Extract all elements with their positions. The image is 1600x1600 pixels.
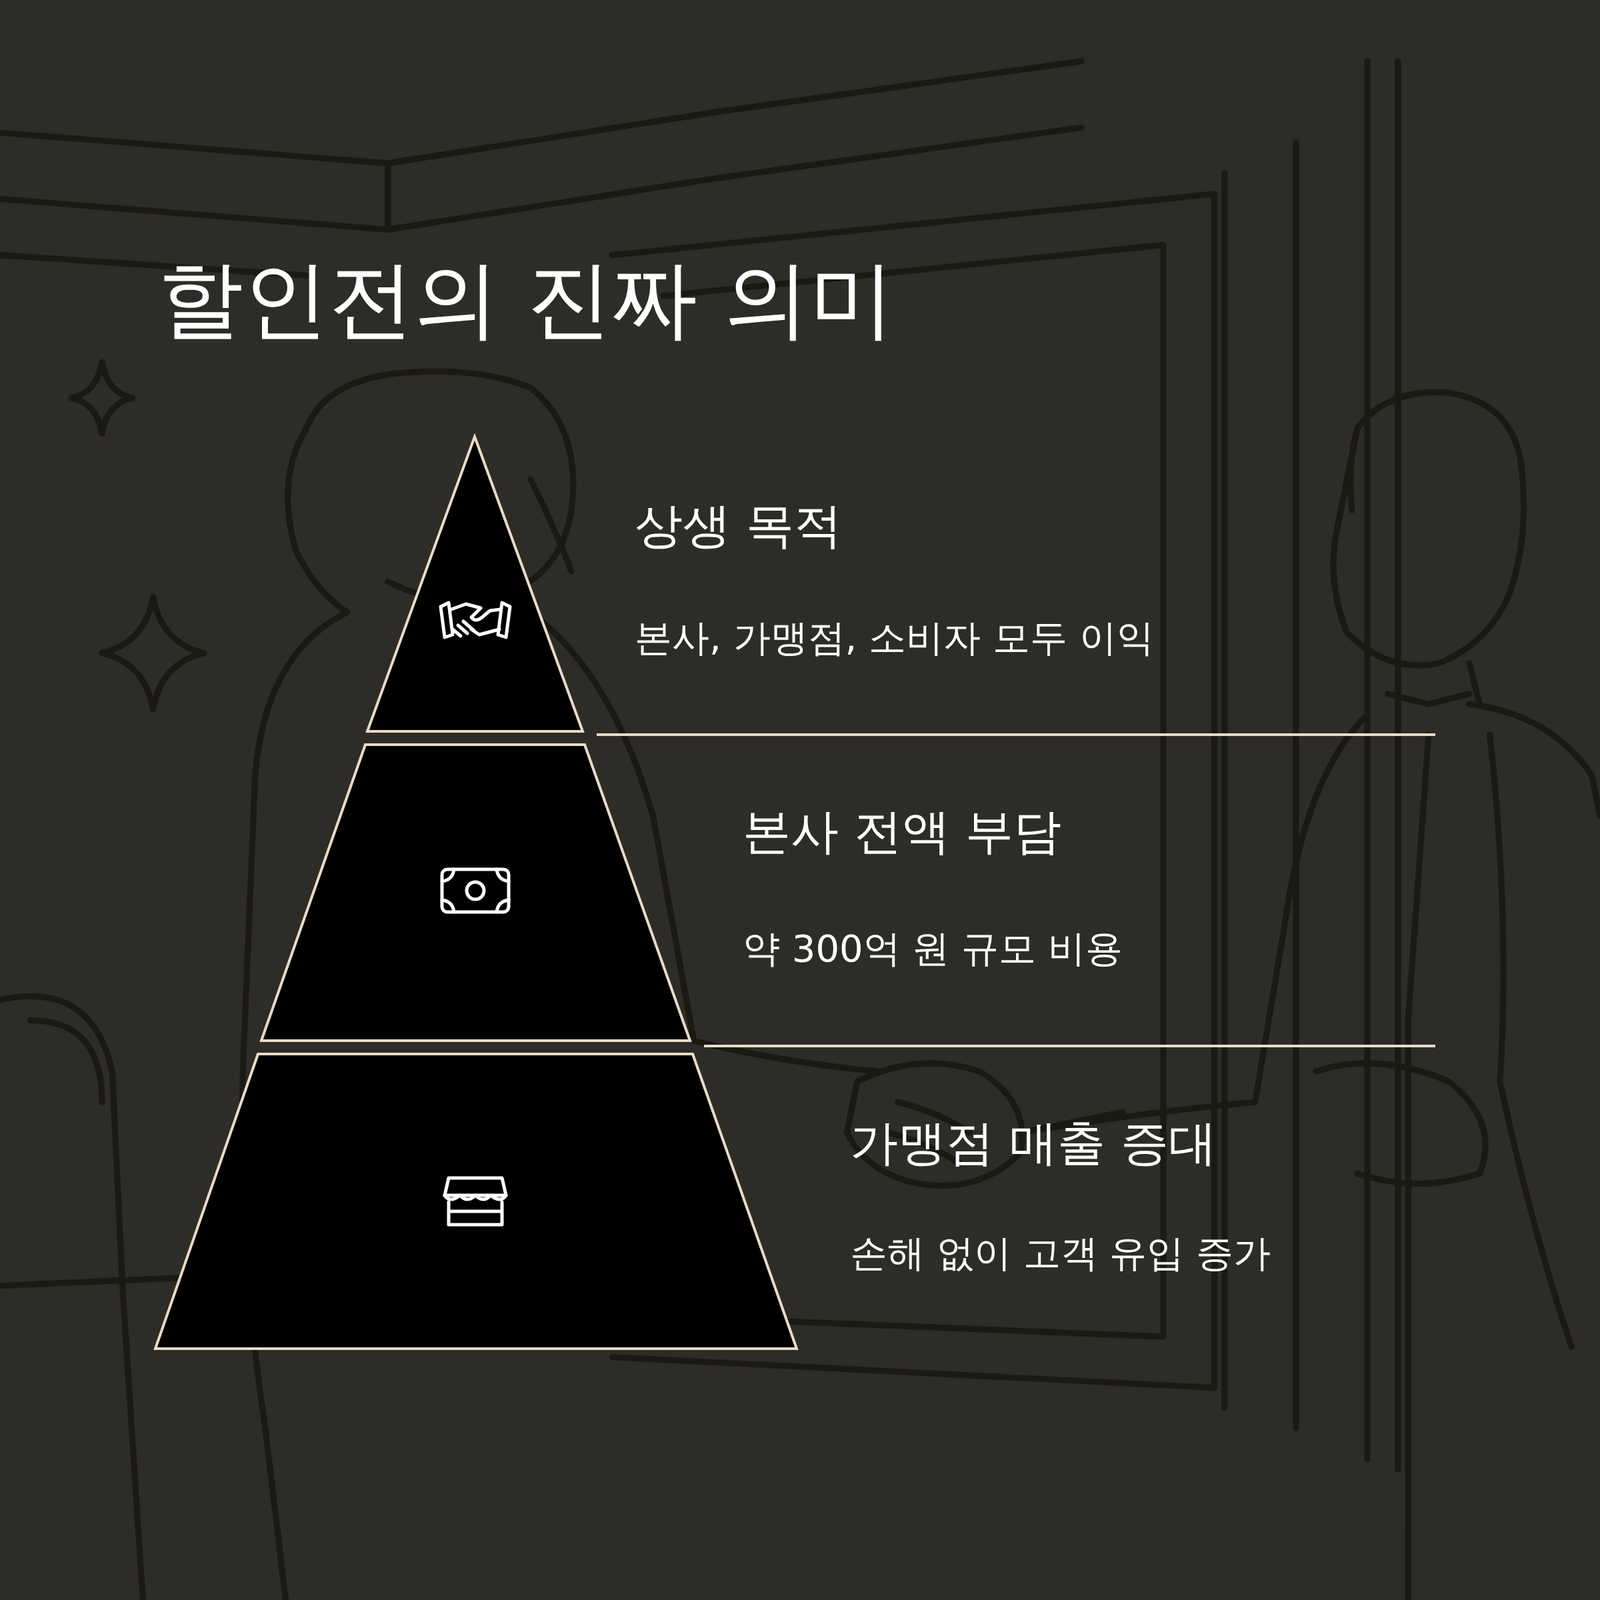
icon-stroke: [466, 882, 484, 900]
icon-stroke: [444, 1195, 506, 1200]
icon-stroke: [448, 1202, 502, 1225]
band-heading: 상생 목적: [634, 496, 842, 554]
store-icon: [444, 1178, 506, 1225]
band-shape: [258, 742, 1587, 1044]
pyramid-band: 상생 목적본사, 가맹점, 소비자 모두 이익: [364, 434, 1587, 734]
band-group: [261, 744, 690, 1041]
handshake-icon: [440, 602, 510, 638]
icon-stroke: [442, 869, 509, 912]
band-polygon: [367, 436, 583, 732]
band-body: 약 300억 원 규모 비용: [742, 926, 1123, 971]
icon-stroke: [442, 869, 509, 912]
band-shape: [364, 434, 1587, 734]
band-group: [155, 1054, 797, 1349]
icon-stroke: [452, 621, 500, 636]
band-heading: 가맹점 매출 증대: [850, 1114, 1217, 1172]
money-icon: [442, 869, 509, 912]
separator-line: [704, 1044, 1436, 1048]
band-polygon: [155, 1054, 797, 1349]
band-body: 본사, 가맹점, 소비자 모두 이익: [634, 615, 1154, 660]
band-body: 손해 없이 고객 유입 증가: [850, 1230, 1271, 1276]
band-heading: 본사 전액 부담: [742, 802, 1062, 860]
band-polygon: [261, 744, 690, 1041]
band-shape: [152, 1051, 1587, 1352]
separator-line: [596, 733, 1436, 736]
icon-stroke: [451, 604, 501, 620]
title: 할인전의 진짜 의미: [158, 248, 895, 351]
band-group: [367, 436, 583, 732]
pyramid-band: 본사 전액 부담약 300억 원 규모 비용: [258, 742, 1587, 1044]
pyramid-band: 가맹점 매출 증대손해 없이 고객 유입 증가: [152, 1051, 1587, 1352]
icon-stroke: [444, 1178, 506, 1196]
